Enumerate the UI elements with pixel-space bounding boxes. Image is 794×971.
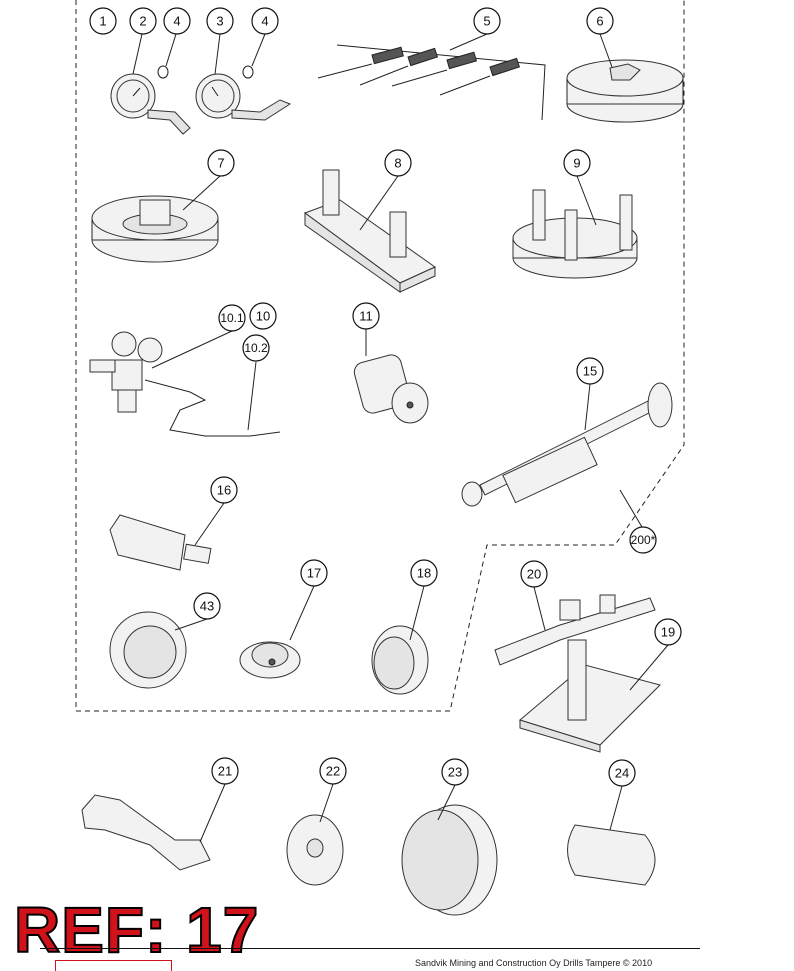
holder-20 [494, 594, 656, 666]
svg-text:7: 7 [217, 156, 224, 171]
svg-text:9: 9 [573, 156, 580, 171]
svg-text:4: 4 [261, 14, 268, 29]
hook-tool-set [317, 44, 546, 121]
fixture-bar-8 [303, 169, 436, 293]
callout-17: 17 [300, 559, 328, 587]
svg-text:43: 43 [200, 599, 214, 614]
callout-23: 23 [441, 758, 469, 786]
adapter-16 [109, 514, 212, 571]
svg-text:21: 21 [218, 764, 232, 779]
o-ring-4b [242, 65, 254, 79]
svg-text:18: 18 [417, 566, 431, 581]
svg-text:200*: 200* [631, 533, 656, 547]
ring-43 [109, 611, 187, 689]
puller-plate-7 [91, 195, 219, 263]
piston-18 [371, 625, 429, 695]
svg-text:16: 16 [217, 483, 231, 498]
stand-19 [518, 639, 661, 753]
leader-lines [132, 33, 669, 843]
callout-19: 19 [654, 618, 682, 646]
callout-11: 11 [352, 302, 380, 330]
puller-plate-6 [566, 59, 684, 123]
brand-logo [55, 960, 172, 971]
callout-8: 8 [384, 149, 412, 177]
callout-15: 15 [576, 357, 604, 385]
svg-text:23: 23 [448, 765, 462, 780]
svg-text:10: 10 [256, 309, 270, 324]
pressure-regulator-10 [89, 331, 281, 437]
svg-text:10.2: 10.2 [244, 341, 268, 355]
svg-text:8: 8 [394, 156, 401, 171]
callout-16: 16 [210, 476, 238, 504]
svg-text:4: 4 [173, 14, 180, 29]
callout-43: 43 [193, 592, 221, 620]
callout-4b: 4 [251, 7, 279, 35]
kit-boundary [75, 0, 685, 712]
pressure-gauge-3 [195, 73, 292, 121]
callout-200: 200* [629, 526, 657, 554]
callout-20: 20 [520, 560, 548, 588]
svg-text:19: 19 [661, 625, 675, 640]
o-ring-4a [157, 65, 169, 79]
pulley-17 [239, 641, 301, 679]
svg-text:24: 24 [615, 766, 629, 781]
svg-text:3: 3 [216, 14, 223, 29]
callout-7: 7 [207, 149, 235, 177]
disc-22 [286, 814, 344, 886]
svg-text:2: 2 [139, 14, 146, 29]
callout-3: 3 [206, 7, 234, 35]
svg-text:20: 20 [527, 567, 541, 582]
svg-text:1: 1 [99, 14, 106, 29]
callout-1: 1 [89, 7, 117, 35]
sleeve-11 [353, 354, 429, 424]
callout-22: 22 [319, 757, 347, 785]
svg-text:10.1: 10.1 [220, 311, 244, 325]
svg-text:5: 5 [483, 14, 490, 29]
callout-2: 2 [129, 7, 157, 35]
svg-text:15: 15 [583, 364, 597, 379]
callout-5: 5 [473, 7, 501, 35]
callout-10: 10 [249, 302, 277, 330]
callout-18: 18 [410, 559, 438, 587]
cone-24 [567, 824, 656, 886]
footer-copyright: Sandvik Mining and Construction Oy Drill… [415, 958, 653, 968]
callout-21: 21 [211, 757, 239, 785]
slide-hammer-15 [461, 382, 673, 507]
callout-9: 9 [563, 149, 591, 177]
footer-divider [40, 948, 700, 949]
svg-text:17: 17 [307, 566, 321, 581]
callout-10-2: 10.2 [242, 334, 270, 362]
callout-6: 6 [586, 7, 614, 35]
callout-24: 24 [608, 759, 636, 787]
fixture-plate-9 [512, 189, 638, 279]
svg-text:11: 11 [359, 309, 373, 324]
bracket-21 [81, 794, 211, 871]
svg-text:22: 22 [326, 764, 340, 779]
svg-text:6: 6 [596, 14, 603, 29]
disc-23 [401, 804, 498, 916]
pressure-gauge-2 [110, 73, 191, 135]
ref-label: REF: 17 [13, 894, 260, 966]
callout-10-1: 10.1 [218, 304, 246, 332]
callout-4a: 4 [163, 7, 191, 35]
